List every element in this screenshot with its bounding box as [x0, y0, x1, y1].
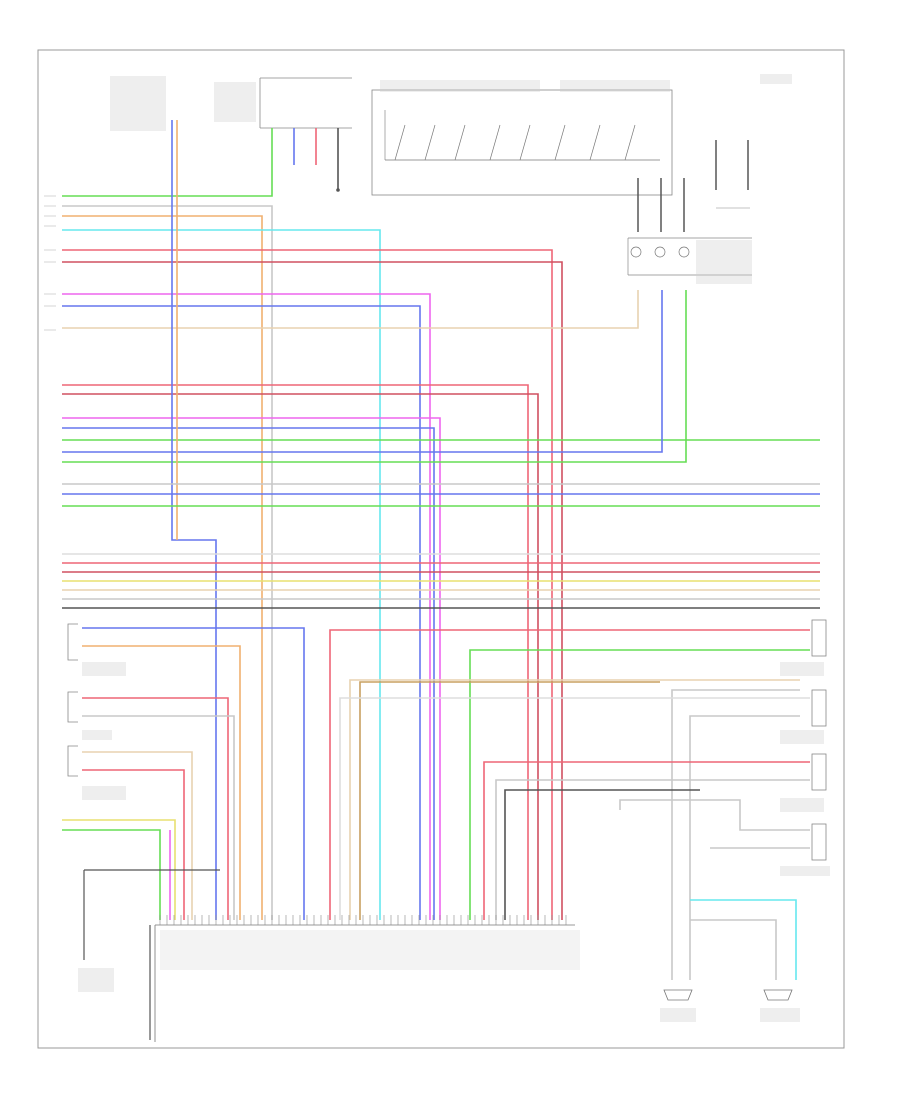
switch-contacts	[394, 124, 636, 161]
wires-vertical-top	[171, 120, 217, 920]
label-blocks	[78, 74, 830, 1022]
bottom-connector	[154, 924, 575, 1042]
wires-lower-right	[329, 629, 810, 980]
right-rear-speaker	[763, 989, 793, 1001]
wires-upper	[62, 190, 820, 920]
left-rear-speaker	[663, 989, 693, 1001]
top-left-component	[259, 77, 352, 129]
right-connectors	[811, 619, 827, 861]
top-center-component	[371, 89, 673, 196]
left-connectors	[67, 623, 78, 777]
ground-lines	[83, 869, 220, 1040]
diagram-frame	[37, 49, 845, 1049]
wires-middle	[62, 483, 820, 609]
left-pin-labels	[44, 195, 56, 331]
top-component-leads	[271, 128, 340, 192]
relay-block	[627, 140, 752, 276]
connector-pins	[159, 915, 567, 925]
